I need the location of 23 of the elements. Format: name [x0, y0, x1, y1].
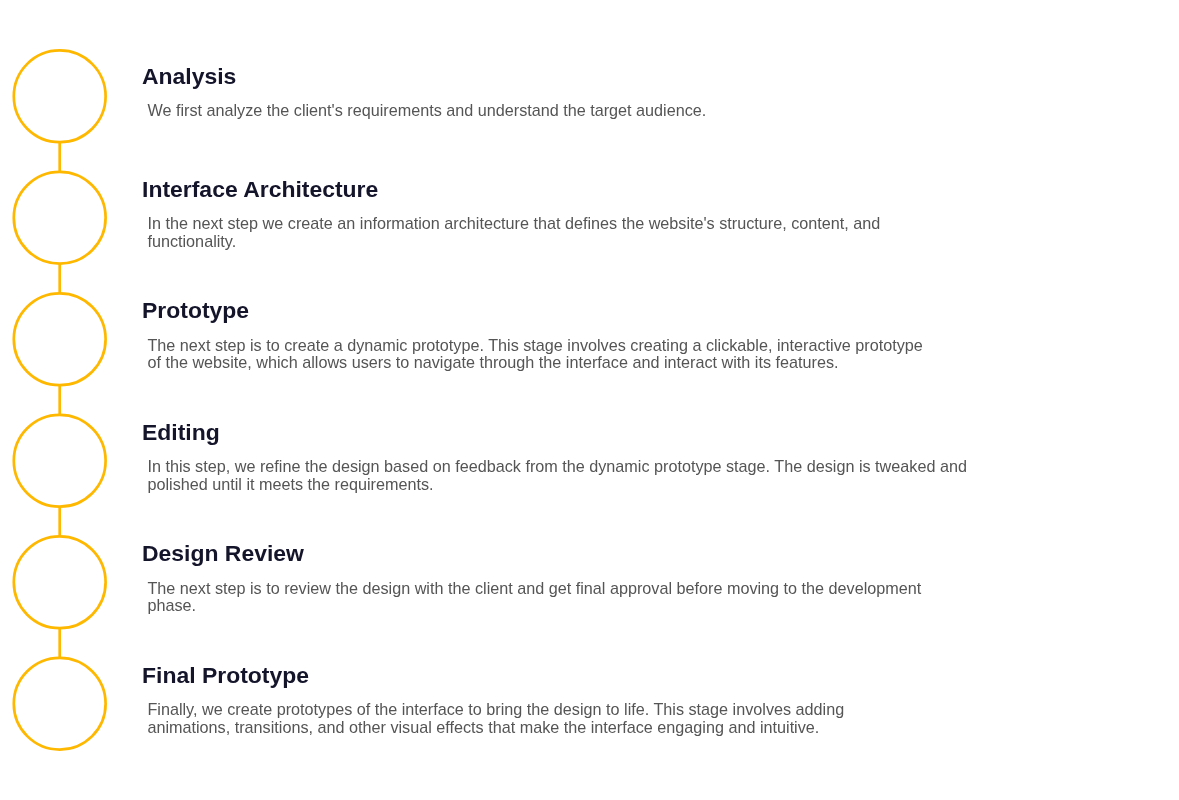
node-circle [12, 413, 107, 508]
node-label: Editing [142, 418, 220, 445]
node-circle [12, 656, 107, 751]
connector [58, 506, 62, 537]
node-label: The next step is to review the design with the client and get final approval before moving to the development phase. [147, 578, 922, 615]
connector [58, 628, 62, 658]
node-label: Design Review [142, 540, 304, 567]
node-circle [12, 535, 107, 630]
node-circle [12, 49, 107, 144]
node-label: We first analyze the client's requirements and understand the target audience. [147, 101, 707, 119]
node-label: Analysis [142, 62, 237, 89]
node-label: Final Prototype [142, 661, 309, 688]
node-label: In the next step we create an information architecture that defines the website's structure, content, and functionality. [147, 214, 881, 250]
node-label: In this step, we refine the design based on feedback from the dynamic prototype stage. The design is tweaked and polished until it meets the requirements. [147, 457, 967, 493]
node-circle [12, 292, 107, 387]
connector [58, 385, 62, 415]
node-label: Finally, we create prototypes of the interface to bring the design to life. This stage involves adding animations, transitions, and other visual effects that make the interface engaging and intuitive. [147, 700, 845, 736]
node-label: The next step is to create a dynamic prototype. This stage involves creating a clickable, interactive prototype of the website, which allows users to navigate through the interface and interact with its features. [147, 335, 923, 372]
connector [58, 263, 62, 294]
node-label: Interface Architecture [142, 175, 379, 202]
connector [58, 142, 62, 172]
node-label: Prototype [142, 297, 250, 324]
node-circle [12, 170, 107, 266]
